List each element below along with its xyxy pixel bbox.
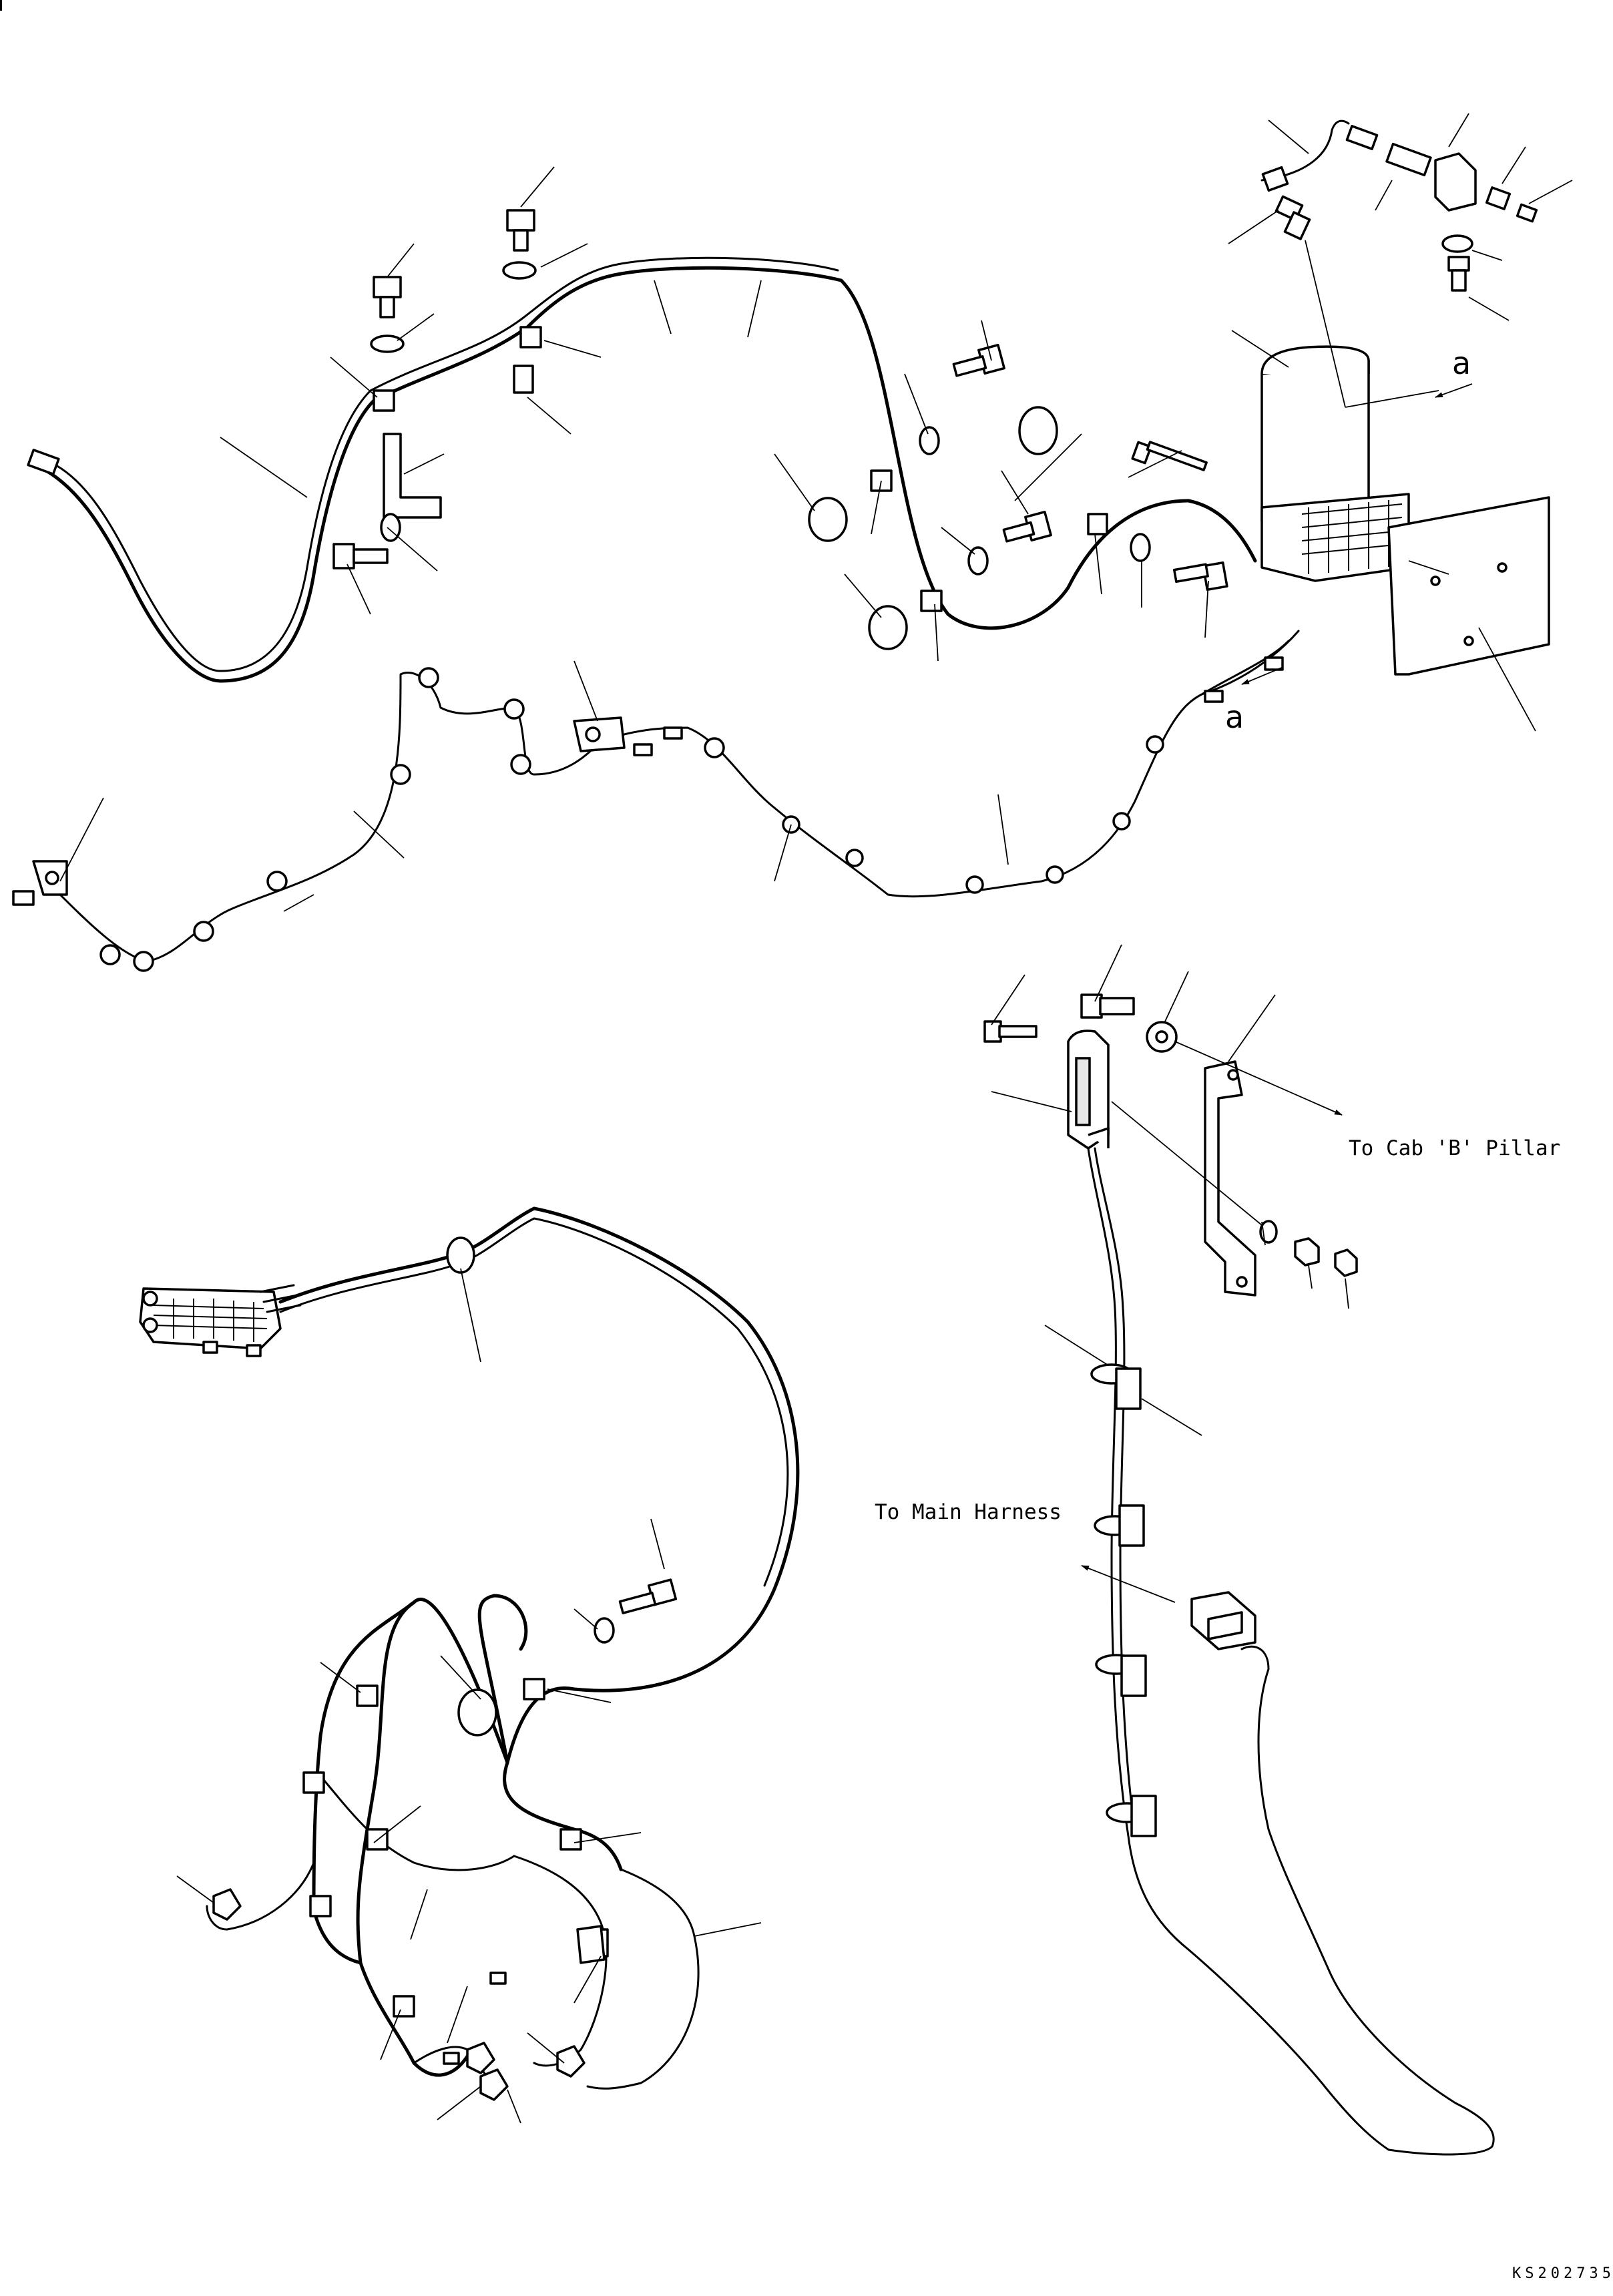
harness-clamp — [519, 326, 542, 349]
bolt — [1447, 256, 1470, 292]
pillar-clamp — [1095, 1654, 1147, 1697]
clip-fastener — [1080, 993, 1135, 1019]
pillar-clamp — [1106, 1795, 1157, 1837]
terminal — [489, 1972, 507, 1985]
harness-bracket — [383, 433, 442, 519]
pillar-harness-wire — [1087, 1147, 1495, 2156]
bolt — [1172, 561, 1228, 592]
bolt — [332, 543, 389, 569]
spacer — [1018, 406, 1058, 455]
bolt — [1002, 510, 1052, 543]
fitting — [1275, 195, 1311, 240]
pillar-clamp — [1090, 1363, 1142, 1410]
fitting — [1516, 203, 1538, 223]
bolt — [952, 343, 1005, 377]
fitting — [1261, 166, 1289, 192]
bolt — [983, 1020, 1038, 1043]
harness-clamp — [309, 1895, 332, 1917]
harness-clamp — [393, 1995, 415, 2018]
harness-clamp — [1087, 513, 1108, 535]
valve-block-connector — [139, 1287, 282, 1357]
leader-lines-middle — [59, 660, 1009, 912]
harness-connector — [1190, 1591, 1256, 1650]
washer — [594, 1617, 615, 1644]
upper-harness-assembly: a — [27, 113, 1573, 732]
washer — [967, 546, 989, 576]
lower-harness-loop-3 — [477, 1594, 528, 1765]
washer — [919, 426, 940, 455]
view-marker-a-middle: a — [1225, 699, 1244, 735]
fitting — [1385, 142, 1432, 177]
pillar-harness-wire-2 — [1094, 1147, 1136, 1834]
lower-harness-main-wire-2 — [279, 1217, 789, 1587]
middle-harness-assembly: a — [12, 630, 1300, 972]
drawing-code: KS202735 — [1512, 2265, 1613, 2282]
leader-lines-upper — [220, 113, 1573, 732]
terminal — [12, 890, 35, 906]
bolt — [506, 209, 535, 252]
washer — [1130, 533, 1151, 562]
spacer — [457, 1688, 497, 1737]
fitting — [1485, 186, 1512, 210]
label-to-cab-b-pillar: To Cab 'B' Pillar — [1349, 1136, 1560, 1160]
harness-clamp — [356, 1684, 379, 1707]
upper-harness-wire-2 — [45, 256, 839, 672]
washer — [502, 261, 537, 280]
pillar-clamp — [1094, 1504, 1145, 1547]
harness-clamp — [373, 389, 395, 412]
terminal — [443, 2052, 460, 2065]
leader-lines-pillar — [991, 944, 1349, 1436]
elbow-connector — [556, 2045, 586, 2078]
pillar-bracket — [1204, 1060, 1256, 1297]
lower-branch-4 — [586, 1868, 700, 2090]
harness-clamp — [523, 1678, 545, 1700]
leader-lines-lower — [176, 1268, 762, 2124]
terminal — [1264, 656, 1284, 671]
terminal-connector — [27, 449, 60, 475]
middle-harness-wire — [52, 640, 1290, 963]
terminal — [633, 743, 653, 756]
pillar-assembly: To Cab 'B' Pillar To Main Harness — [875, 944, 1560, 2156]
spacer — [868, 605, 908, 650]
elbow-connector — [466, 2042, 495, 2074]
lower-branch-2 — [206, 1861, 315, 1931]
lock-nut — [1334, 1248, 1358, 1277]
antenna-cable — [1260, 120, 1350, 182]
washer — [370, 334, 405, 353]
lower-harness-loop-2 — [312, 1600, 416, 1965]
mounting-plate — [1387, 496, 1550, 676]
harness-clamp — [870, 469, 893, 492]
harness-clamp — [302, 1771, 325, 1794]
elbow-connector — [212, 1888, 242, 1921]
branch-wires — [259, 1284, 302, 1313]
bolt — [618, 1578, 678, 1614]
view-marker-a-upper: a — [1452, 345, 1471, 381]
nut-block — [1434, 152, 1477, 212]
harness-clamp — [920, 590, 943, 612]
corner-mark — [0, 0, 2, 11]
lower-harness-loop — [356, 1598, 509, 2077]
spacer — [808, 497, 848, 542]
upper-harness-wire — [38, 266, 1257, 683]
label-to-main-harness: To Main Harness — [875, 1500, 1062, 1524]
bolt — [373, 276, 402, 318]
lower-branch — [319, 1775, 515, 1871]
long-bolt — [1131, 441, 1208, 471]
terminal — [1204, 690, 1224, 703]
module-connector — [1067, 1029, 1110, 1150]
washer — [1441, 234, 1473, 253]
elbow-connector — [479, 2068, 509, 2101]
terminal — [663, 726, 683, 740]
nut — [1294, 1237, 1320, 1267]
middle-harness-wire-2 — [1200, 630, 1300, 696]
controller-unit — [1260, 345, 1410, 582]
lower-harness-assembly — [139, 1206, 800, 2124]
harness-clamp — [513, 365, 534, 394]
ring-terminal — [576, 1925, 606, 1964]
lower-harness-main-wire — [278, 1206, 800, 1871]
harness-ring — [446, 1236, 475, 1274]
harness-clamp — [559, 1828, 582, 1851]
fitting — [1345, 125, 1379, 150]
